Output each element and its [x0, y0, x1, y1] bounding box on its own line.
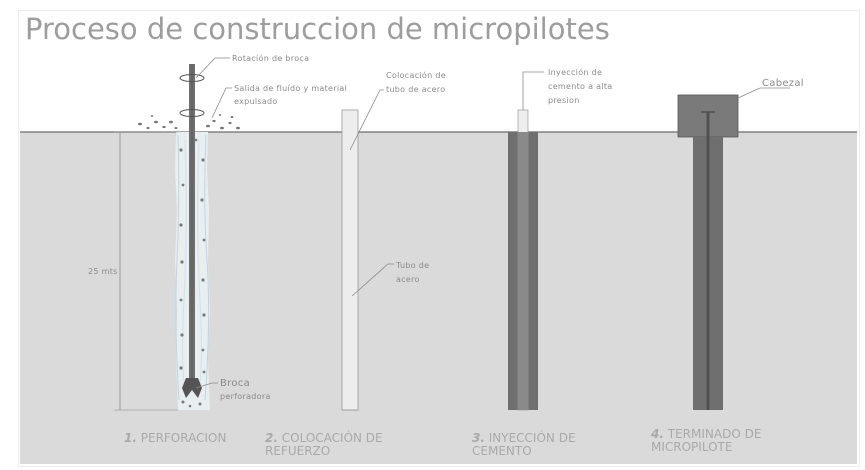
fluid-line-inner-right — [196, 139, 202, 396]
label-inyeccion-1: Inyección de — [548, 67, 602, 77]
label-cabezal: Cabezal — [762, 78, 804, 89]
label-broca-1: Broca — [220, 378, 250, 389]
step3-cement-injection: Inyección de cemento a alta presion — [508, 67, 613, 411]
step-number: 1. — [124, 431, 137, 445]
label-tubo-1: Tubo de — [395, 261, 429, 270]
fluid-line-inner-left — [182, 139, 188, 396]
step-caption-1: 1. PERFORACION — [124, 432, 226, 445]
label-salida-2: expulsado — [234, 97, 278, 106]
leader-rotation — [195, 57, 230, 79]
label-inyeccion-2: cemento a alta — [548, 82, 613, 91]
fluid-line-right — [204, 134, 210, 401]
step-text-line2: MICROPILOTE — [651, 440, 733, 454]
step-number: 2. — [265, 431, 278, 445]
drill-bit — [182, 378, 202, 398]
step-text-line1: TERMINADO DE — [667, 427, 762, 441]
leader-cabezal — [737, 87, 790, 99]
rotation-arrow-lower — [179, 109, 205, 117]
injection-tube-filled — [518, 132, 528, 410]
page-title: Proceso de construccion de micropilotes — [25, 12, 610, 46]
step1-drilling: Rotación de broca Salida de fluído y mat… — [88, 53, 347, 411]
step-text-line1: COLOCACIÓN DE — [281, 431, 383, 445]
step-caption-2: 2. COLOCACIÓN DE REFUERZO — [265, 432, 383, 458]
label-tubo-2: acero — [396, 275, 420, 284]
steel-tube — [341, 109, 359, 411]
step-text-line2: CEMENTO — [472, 444, 532, 458]
leader-colocacion — [349, 89, 384, 151]
borehole-particles — [179, 138, 206, 408]
label-colocacion-1: Colocación de — [386, 70, 446, 80]
step-text-line1: INYECCIÓN DE — [488, 431, 576, 445]
step4-finished-pile: Cabezal — [677, 78, 804, 410]
step-text-line2: REFUERZO — [265, 444, 331, 458]
label-colocacion-2: tubo de acero — [386, 85, 445, 94]
leader-broca — [195, 382, 218, 389]
label-salida-1: Salida de fluído y material — [234, 84, 347, 93]
rotation-arrow-upper — [179, 74, 205, 82]
step-number: 3. — [472, 431, 485, 445]
label-inyeccion-3: presion — [548, 96, 580, 105]
fluid-line-left — [175, 134, 180, 401]
ground-area — [20, 132, 857, 464]
leader-inyeccion — [522, 71, 544, 110]
step2-tube-placement: Colocación de tubo de acero Tubo de acer… — [341, 70, 446, 411]
label-rotacion: Rotación de broca — [232, 53, 309, 63]
label-broca-2: perforadora — [220, 392, 271, 401]
leader-salida — [211, 87, 232, 119]
step-text-line1: PERFORACION — [140, 431, 227, 445]
step-caption-3: 3. INYECCIÓN DE CEMENTO — [472, 432, 576, 458]
expelled-particles — [138, 114, 240, 130]
leader-tubo — [351, 263, 394, 297]
step-caption-4: 4. TERMINADO DE MICROPILOTE — [651, 428, 761, 454]
label-depth: 25 mts — [88, 267, 118, 276]
step-number: 4. — [651, 427, 664, 441]
